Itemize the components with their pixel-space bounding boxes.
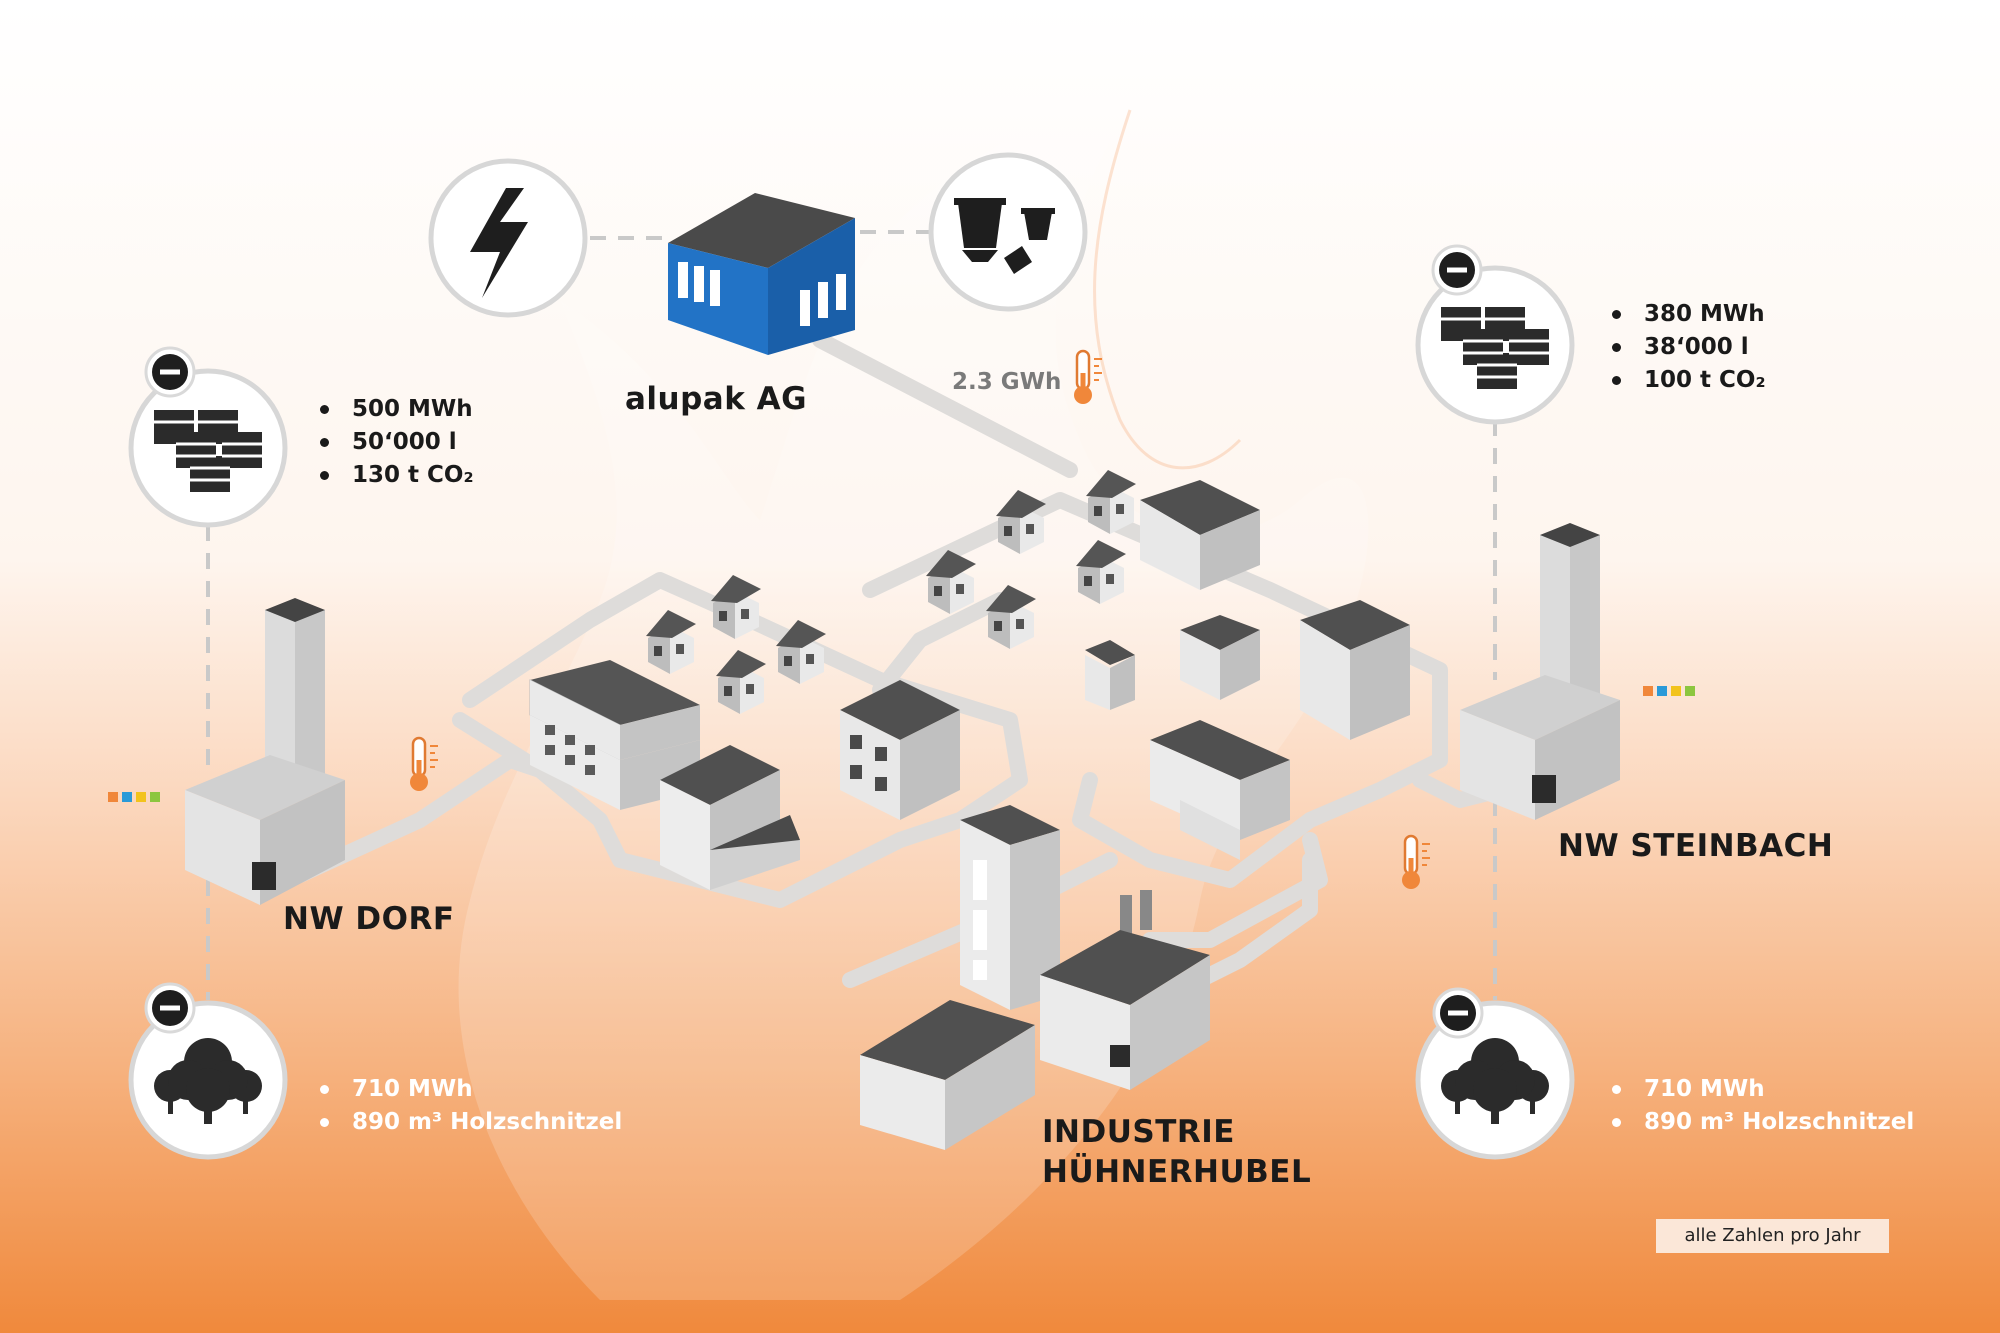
minus-icon xyxy=(144,982,196,1034)
electricity-circle xyxy=(428,158,588,318)
alupak-building xyxy=(668,193,855,355)
oil-stat: 380 MWh xyxy=(1608,298,1766,331)
heat-supply-label: 2.3 GWh xyxy=(952,369,1062,395)
wood-stats-dorf: 710 MWh 890 m³ Holzschnitzel xyxy=(316,1073,622,1139)
wood-stat: 710 MWh xyxy=(1608,1073,1914,1106)
dot-row-dorf xyxy=(108,792,160,802)
industry-line-1: INDUSTRIE xyxy=(1042,1114,1235,1150)
company-name: alupak AG xyxy=(625,381,808,417)
plant-name-dorf: NW DORF xyxy=(283,901,455,937)
wood-stats-steinbach: 710 MWh 890 m³ Holzschnitzel xyxy=(1608,1073,1914,1139)
dashed-connectors xyxy=(206,230,1497,1000)
industry-line-2: HÜHNERHUBEL xyxy=(1042,1154,1312,1190)
wood-stat: 710 MWh xyxy=(316,1073,622,1106)
minus-icon xyxy=(1432,987,1484,1039)
wood-stat: 890 m³ Holzschnitzel xyxy=(316,1106,622,1139)
oil-circle-dorf xyxy=(128,346,288,528)
oil-stat: 38‘000 l xyxy=(1608,331,1766,364)
wood-stat: 890 m³ Holzschnitzel xyxy=(1608,1106,1914,1139)
industry-name: INDUSTRIE HÜHNERHUBEL xyxy=(1042,1112,1311,1192)
minus-icon xyxy=(144,346,196,398)
oil-stat: 130 t CO₂ xyxy=(316,459,474,492)
wood-circle-dorf xyxy=(128,982,288,1160)
oil-stats-steinbach: 380 MWh 38‘000 l 100 t CO₂ xyxy=(1608,298,1766,397)
industrial-complex xyxy=(860,805,1210,1150)
lightning-icon xyxy=(470,188,528,298)
plant-name-steinbach: NW STEINBACH xyxy=(1558,828,1834,864)
oil-stat: 500 MWh xyxy=(316,393,474,426)
plant-building-dorf xyxy=(185,598,345,905)
oil-stat: 50‘000 l xyxy=(316,426,474,459)
oil-stat: 100 t CO₂ xyxy=(1608,364,1766,397)
coffee-capsules-icon xyxy=(954,198,1055,274)
oil-stats-dorf: 500 MWh 50‘000 l 130 t CO₂ xyxy=(316,393,474,492)
city-buildings xyxy=(529,480,1410,890)
dot-row-steinbach xyxy=(1643,686,1695,696)
footnote-badge: alle Zahlen pro Jahr xyxy=(1656,1219,1889,1253)
minus-icon xyxy=(1431,244,1483,296)
wood-circle-steinbach xyxy=(1415,987,1575,1160)
plant-building-steinbach xyxy=(1460,523,1620,820)
oil-circle-steinbach xyxy=(1415,244,1575,425)
capsules-circle xyxy=(928,152,1088,312)
